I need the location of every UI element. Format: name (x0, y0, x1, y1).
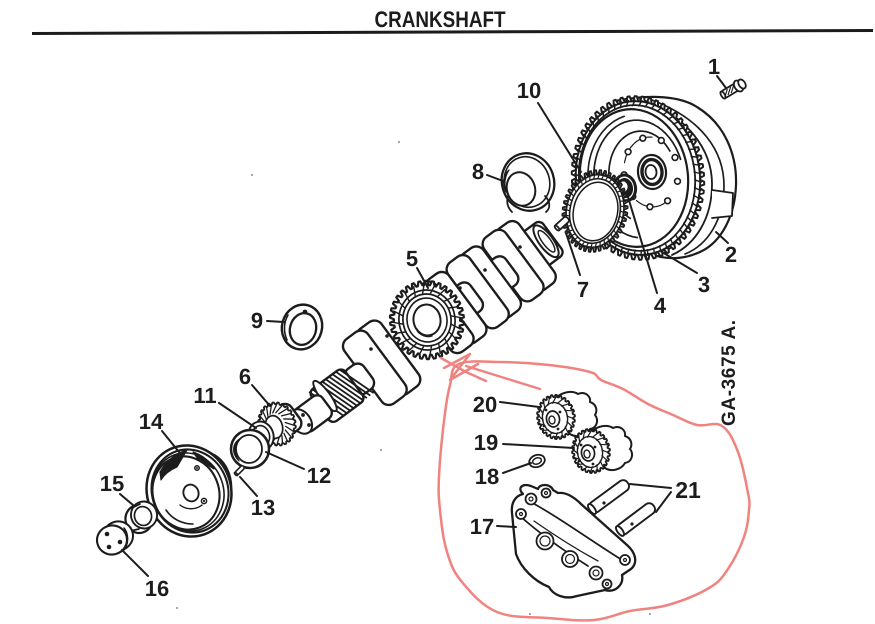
svg-text:16: 16 (145, 576, 170, 601)
svg-text:2: 2 (725, 242, 737, 267)
svg-text:6: 6 (239, 364, 251, 389)
svg-text:17: 17 (470, 514, 495, 539)
svg-text:11: 11 (193, 383, 216, 408)
svg-text:14: 14 (139, 409, 164, 434)
svg-text:9: 9 (251, 308, 263, 333)
svg-text:12: 12 (307, 463, 332, 488)
svg-text:18: 18 (475, 464, 500, 489)
svg-text:21: 21 (675, 477, 701, 503)
svg-text:19: 19 (474, 430, 499, 455)
svg-text:GA-3675 A.: GA-3675 A. (719, 319, 740, 426)
svg-text:1: 1 (708, 54, 720, 79)
svg-text:13: 13 (251, 495, 276, 520)
svg-text:8: 8 (472, 159, 484, 184)
svg-text:CRANKSHAFT: CRANKSHAFT (374, 7, 505, 32)
svg-text:7: 7 (577, 277, 589, 302)
svg-text:4: 4 (654, 293, 667, 318)
svg-text:3: 3 (698, 272, 710, 297)
svg-text:10: 10 (517, 78, 542, 103)
svg-text:15: 15 (100, 471, 125, 496)
svg-text:20: 20 (473, 392, 498, 417)
svg-text:5: 5 (406, 246, 418, 271)
